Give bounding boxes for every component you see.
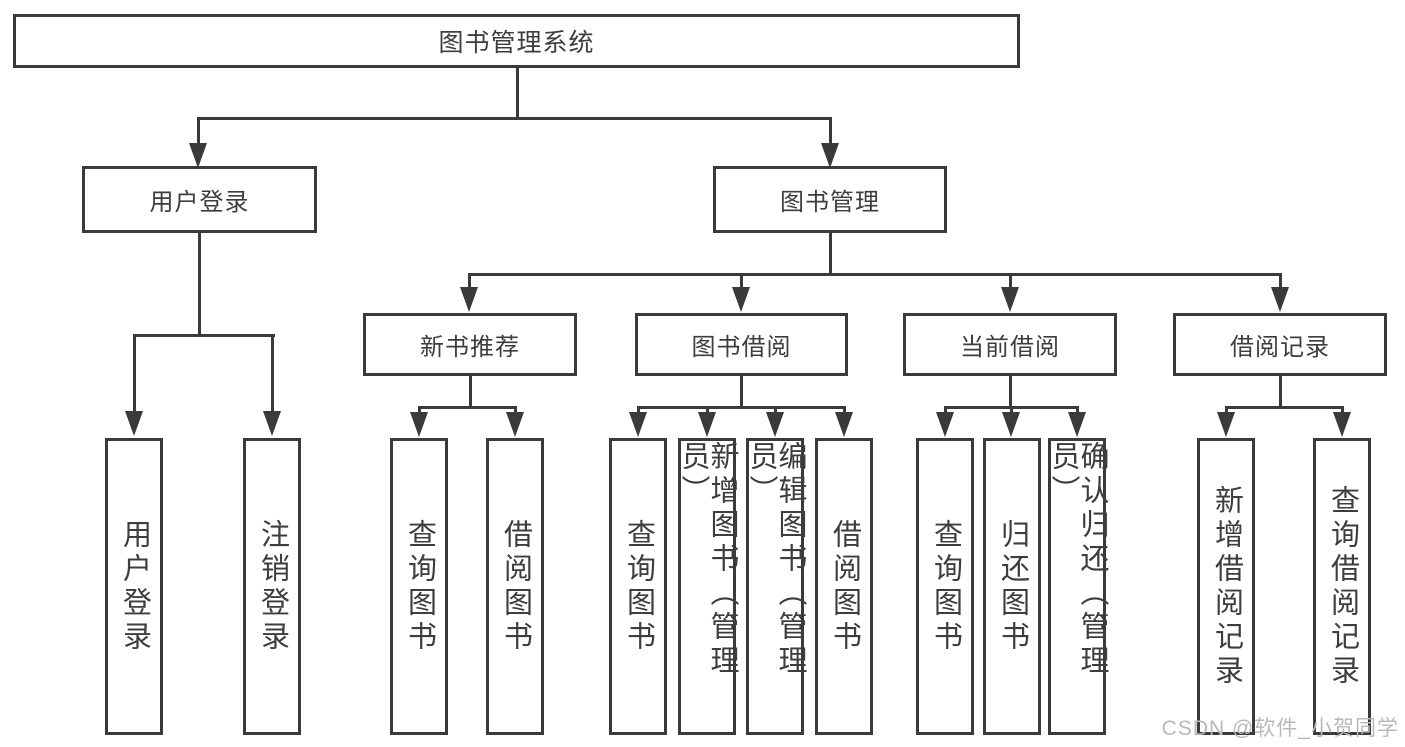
connector-vline <box>1010 406 1013 416</box>
node-label: 新增借阅记录 <box>1210 484 1243 689</box>
node-label: 编辑图书（管理员） <box>745 441 806 679</box>
node-label: 图书借阅 <box>691 334 792 361</box>
connector-arrow <box>766 412 784 437</box>
leaf-user-login: 用户登录 <box>105 438 163 735</box>
node-label: 新书推荐 <box>420 334 520 361</box>
connector-vline <box>469 376 472 409</box>
connector-hline <box>637 406 846 409</box>
connector-vline <box>829 233 832 276</box>
connector-vline <box>829 117 832 145</box>
connector-arrow <box>125 411 143 436</box>
connector-arrow <box>698 412 716 437</box>
connector-arrow <box>506 412 524 437</box>
connector-vline <box>198 233 201 337</box>
node-label: 注销登录 <box>256 518 289 655</box>
connector-arrow <box>821 143 839 168</box>
node-label: 查询图书 <box>929 518 962 655</box>
connector-vline <box>1076 406 1079 416</box>
node-label: 查询借阅记录 <box>1326 484 1359 689</box>
node-label: 查询图书 <box>403 518 436 655</box>
connector-vline <box>468 273 471 289</box>
leaf-edit-books-admin: 编辑图书（管理员） <box>745 438 806 735</box>
connector-vline <box>418 406 421 416</box>
connector-arrow <box>189 143 207 168</box>
connector-vline <box>774 406 777 416</box>
connector-vline <box>514 406 517 416</box>
connector-vline <box>1341 406 1344 416</box>
connector-arrow <box>835 412 853 437</box>
connector-arrow <box>410 412 428 437</box>
node-book-management: 图书管理 <box>713 166 947 233</box>
connector-hline <box>418 406 517 409</box>
node-library-system: 图书管理系统 <box>13 14 1020 68</box>
node-user-login: 用户登录 <box>82 166 317 233</box>
leaf-confirm-return-admin: 确认归还（管理员） <box>1047 438 1108 735</box>
connector-arrow <box>263 411 281 436</box>
connector-arrow <box>732 287 750 312</box>
leaf-borrow-books: 借阅图书 <box>815 438 873 735</box>
node-label: 当前借阅 <box>960 334 1060 361</box>
node-label: 借阅图书 <box>499 518 532 655</box>
connector-vline <box>1225 406 1228 416</box>
leaf-add-books-admin: 新增图书（管理员） <box>677 438 738 735</box>
connector-vline <box>1009 273 1012 289</box>
leaf-return-books: 归还图书 <box>983 438 1041 735</box>
connector-arrow <box>1271 287 1289 312</box>
connector-arrow <box>629 412 647 437</box>
leaf-recommend-borrow-books: 借阅图书 <box>486 438 544 735</box>
connector-vline <box>1279 376 1282 409</box>
connector-vline <box>1279 273 1282 289</box>
connector-hline <box>197 117 832 120</box>
connector-arrow <box>936 412 954 437</box>
connector-arrow <box>1002 412 1020 437</box>
connector-vline <box>706 406 709 416</box>
leaf-add-borrow-record: 新增借阅记录 <box>1197 438 1255 735</box>
connector-arrow <box>1217 412 1235 437</box>
node-borrow-records: 借阅记录 <box>1173 313 1387 376</box>
node-label: 用户登录 <box>118 518 151 655</box>
connector-vline <box>740 273 743 289</box>
node-book-borrow: 图书借阅 <box>635 313 848 376</box>
node-label: 确认归还（管理员） <box>1047 441 1108 679</box>
leaf-current-query-books: 查询图书 <box>916 438 974 735</box>
connector-vline <box>271 334 274 414</box>
node-label: 查询图书 <box>622 518 655 655</box>
connector-vline <box>637 406 640 416</box>
watermark: CSDN @软件_小贺同学 <box>1161 717 1399 740</box>
connector-arrow <box>460 287 478 312</box>
connector-vline <box>133 334 136 414</box>
node-label: 新增图书（管理员） <box>677 441 738 679</box>
leaf-query-borrow-record: 查询借阅记录 <box>1313 438 1371 735</box>
leaf-recommend-query-books: 查询图书 <box>390 438 448 735</box>
node-label: 借阅记录 <box>1230 334 1330 361</box>
connector-arrow <box>1333 412 1351 437</box>
connector-vline <box>843 406 846 416</box>
leaf-borrow-query-books: 查询图书 <box>609 438 667 735</box>
connector-vline <box>740 376 743 409</box>
node-label: 借阅图书 <box>828 518 861 655</box>
leaf-logout-login: 注销登录 <box>243 438 301 735</box>
node-current-borrow: 当前借阅 <box>903 313 1117 376</box>
connector-vline <box>1009 376 1012 409</box>
node-label: 图书管理系统 <box>438 29 595 57</box>
node-label: 图书管理 <box>780 189 880 216</box>
connector-vline <box>197 117 200 145</box>
node-label: 用户登录 <box>149 189 250 216</box>
connector-vline <box>944 406 947 416</box>
connector-arrow <box>1068 412 1086 437</box>
connector-hline <box>1225 406 1343 409</box>
node-new-book-recommend: 新书推荐 <box>363 313 577 376</box>
node-label: 归还图书 <box>996 518 1029 655</box>
connector-hline <box>133 334 275 337</box>
connector-vline <box>516 68 519 118</box>
connector-hline <box>468 273 1282 276</box>
connector-arrow <box>1001 287 1019 312</box>
